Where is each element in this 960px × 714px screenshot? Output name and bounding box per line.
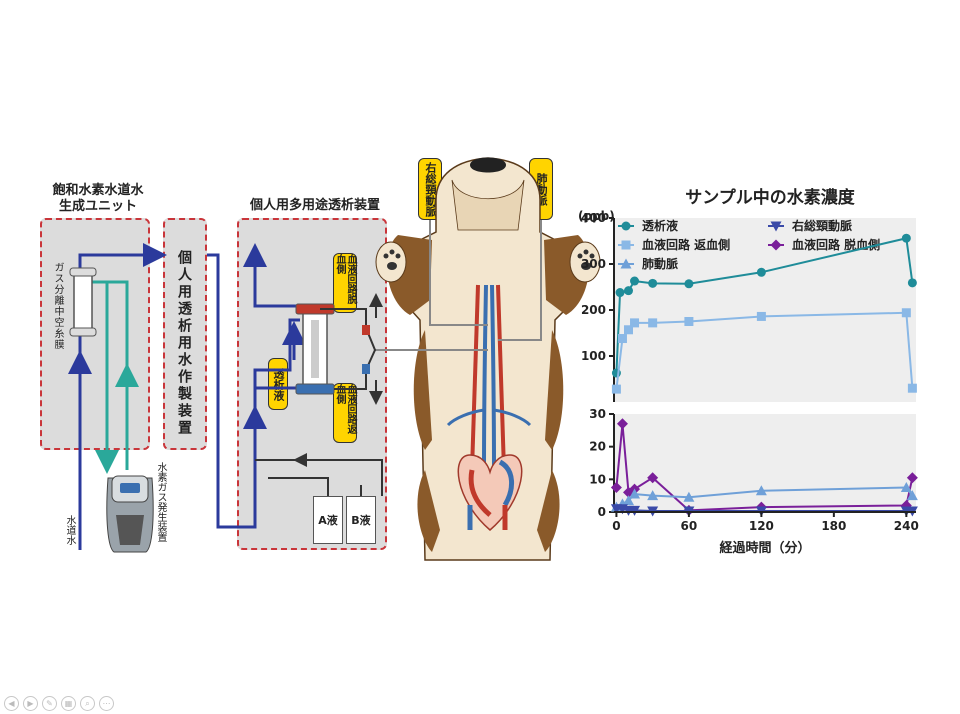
dog-illustration [375, 157, 601, 561]
data-point [610, 482, 622, 493]
legend-label: 右総頸動脈 [791, 218, 852, 233]
data-point [906, 472, 918, 484]
data-point [684, 279, 694, 289]
data-point [756, 311, 766, 321]
data-point [629, 488, 641, 499]
legend-label: 肺動脈 [642, 256, 678, 271]
hollow-fiber-module [69, 267, 97, 337]
legend-marker [770, 221, 782, 232]
water-making-label: 個人用透析用水作製装置 [176, 250, 192, 437]
legend-marker [770, 239, 782, 251]
data-point [611, 384, 621, 394]
y-tick-label: 0 [598, 505, 606, 519]
data-point [623, 325, 633, 335]
circuit-removal-tag: 血液回路脱血側 [333, 253, 357, 313]
zoom-icon[interactable]: ⌕ [80, 696, 95, 711]
x-tick-label: 120 [749, 519, 774, 533]
data-point [907, 278, 917, 288]
y-tick-label: 400 [581, 211, 606, 225]
data-point [684, 317, 694, 326]
legend-label: 血液回路 脱血側 [792, 237, 880, 252]
dialyzer [295, 303, 335, 395]
data-point [615, 288, 625, 298]
more-options-icon[interactable]: ⋯ [99, 696, 114, 711]
legend-marker [620, 258, 632, 269]
unit-title: 飽和水素水道水 生成ユニット [52, 183, 144, 214]
solution-b: B液 [346, 496, 376, 544]
y-tick-label: 30 [589, 407, 606, 421]
chart-title: サンプル中の水素濃度 [685, 188, 855, 208]
data-point [629, 505, 641, 516]
data-point [901, 308, 911, 318]
membrane-label: ガス分離中空糸膜 [52, 262, 63, 350]
solution-a: A液 [313, 496, 343, 544]
water-making-box [163, 218, 207, 450]
next-slide-icon[interactable]: ▶ [23, 696, 38, 711]
data-point [630, 318, 640, 328]
data-point [683, 491, 695, 502]
pen-icon[interactable]: ✎ [42, 696, 57, 711]
data-point [907, 383, 917, 393]
data-point [647, 472, 659, 484]
data-point [622, 495, 634, 506]
plot-area-1 [614, 414, 916, 512]
data-point [616, 418, 628, 430]
data-point [623, 286, 633, 296]
y-tick-label: 20 [589, 440, 606, 454]
tap-water-label: 水道水 [64, 515, 75, 545]
y-tick-label: 200 [581, 303, 606, 317]
slides-grid-icon[interactable]: ▦ [61, 696, 76, 711]
x-tick-label: 180 [821, 519, 846, 533]
h2-generator-label: 水素ガス発生装置 [155, 462, 166, 542]
y-tick-label: 10 [589, 472, 606, 486]
right-carotid-tag: 右総頸動脈 [418, 158, 442, 220]
y-tick-label: 300 [581, 257, 606, 271]
data-point [630, 276, 640, 286]
data-point [901, 233, 911, 243]
h2-generator [106, 475, 154, 553]
slide-toolbar: ◀ ▶ ✎ ▦ ⌕ ⋯ [4, 696, 114, 711]
data-point [906, 490, 918, 501]
data-point [648, 278, 658, 288]
data-point [647, 490, 659, 501]
circuit-return-tag: 血液回路返血側 [333, 383, 357, 443]
x-axis-label: 経過時間（分） [719, 540, 810, 556]
legend-label: 透析液 [642, 218, 678, 233]
legend-marker [621, 240, 631, 250]
x-tick-label: 60 [681, 519, 698, 533]
data-point [617, 334, 627, 344]
prev-slide-icon[interactable]: ◀ [4, 696, 19, 711]
legend-label: 血液回路 返血側 [642, 237, 730, 252]
data-point [648, 318, 658, 328]
data-point [756, 267, 766, 277]
x-tick-label: 0 [612, 519, 620, 533]
dialysis-device-title: 個人用多用途透析装置 [249, 198, 380, 213]
chart-svg: 透析液右総頸動脈血液回路 返血側血液回路 脱血側肺動脈(ppb)10020030… [578, 209, 919, 556]
data-point [900, 482, 912, 492]
y-tick-label: 100 [581, 349, 606, 363]
x-tick-label: 240 [894, 519, 919, 533]
y-axis-label: (ppb) [578, 209, 615, 223]
data-point [755, 485, 767, 496]
legend-marker [621, 221, 631, 231]
